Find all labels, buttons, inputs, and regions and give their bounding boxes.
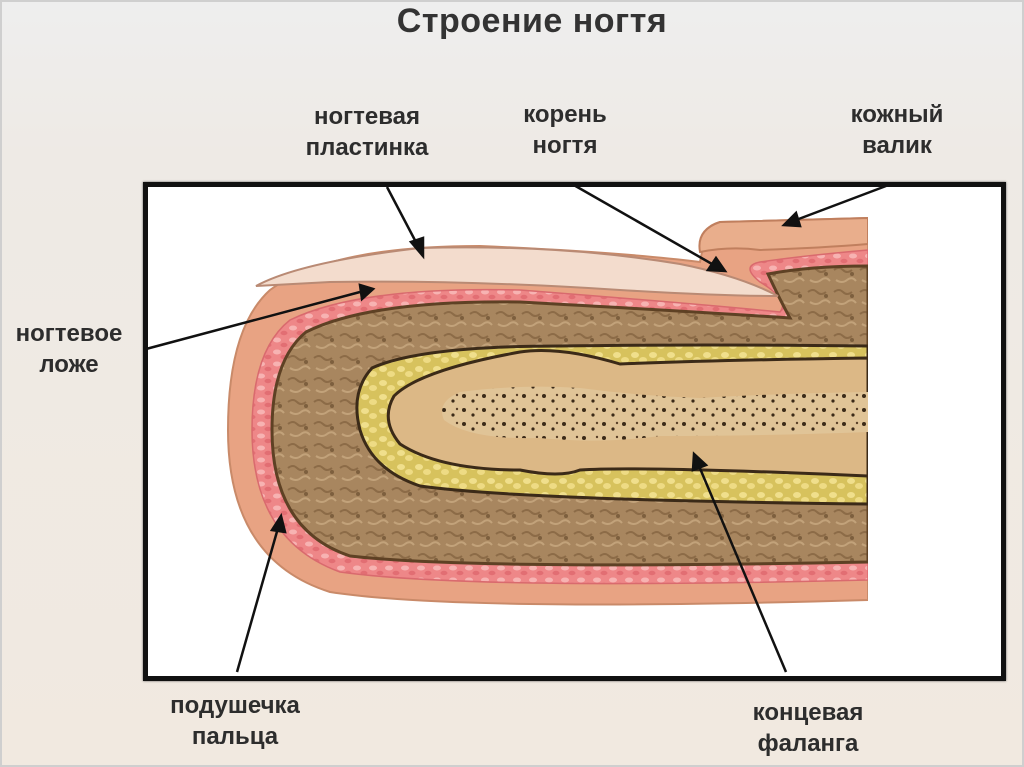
arrow-finger-pad <box>237 528 278 672</box>
skin-fold <box>699 218 868 252</box>
arrow-nail-plate <box>387 187 418 246</box>
arrow-skin-fold <box>796 186 886 220</box>
